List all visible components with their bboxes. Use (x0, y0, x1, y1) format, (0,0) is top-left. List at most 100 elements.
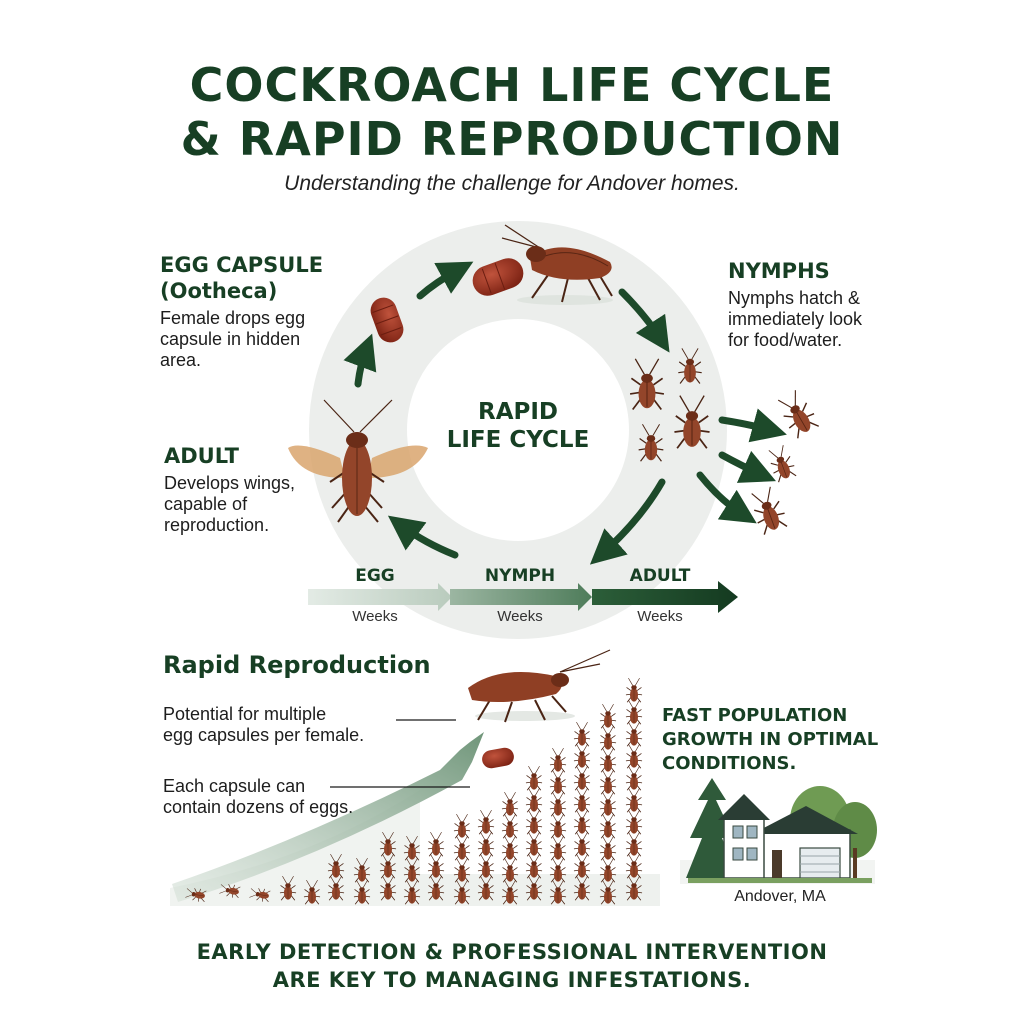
swarm-roach-icon (573, 831, 591, 857)
cycle-center-line-2: LIFE CYCLE (446, 427, 590, 453)
growth-line-2: GROWTH IN OPTIMAL (662, 729, 879, 750)
egg-capsule-section: EGG CAPSULE (Ootheca) Female drops egg c… (160, 252, 323, 371)
swarm-roach-icon (501, 835, 519, 861)
swarm-roach-icon (625, 743, 643, 769)
egg-capsule-desc-line-3: area. (160, 350, 202, 370)
swarm-roach-icon (573, 787, 591, 813)
nymphs-desc-line-3: for food/water. (728, 330, 843, 350)
adult-desc-line-3: reproduction. (164, 515, 270, 535)
cycle-center-label: RAPID LIFE CYCLE (428, 398, 608, 454)
timeline-egg-label: EGG (355, 566, 395, 586)
cycle-arrow-4 (387, 515, 459, 559)
swarm-roach-icon (501, 791, 519, 817)
adult-desc-line-1: Develops wings, (164, 473, 296, 493)
adult-desc-line-2: capable of (164, 494, 248, 514)
reproduction-point-2-line-1: Each capsule can (163, 776, 306, 796)
swarm-roach-icon (453, 813, 471, 839)
swarm-roach-icon (599, 791, 617, 817)
footer-line-2: ARE KEY TO MANAGING INFESTATIONS. (272, 968, 752, 992)
swarm-roach-icon (625, 699, 643, 725)
egg-capsule-description: Female drops egg capsule in hidden area. (160, 308, 323, 371)
swarm-roach-icon (573, 743, 591, 769)
reproduction-point-2: Each capsule can contain dozens of eggs. (163, 776, 353, 818)
adult-title: ADULT (164, 444, 239, 468)
egg-capsule-icon (370, 297, 404, 343)
swarm-roach-icon (625, 721, 643, 747)
egg-capsule-carried-icon (472, 258, 524, 296)
swarm-roach-icon (599, 725, 617, 751)
swarm-roach-icon (525, 831, 543, 857)
title-line-2: & RAPID REPRODUCTION (180, 112, 844, 166)
egg-capsule-title: EGG CAPSULE (Ootheca) (160, 252, 323, 304)
swarm-roach-icon (501, 813, 519, 839)
female-roach-icon (501, 224, 613, 305)
spread-arrow-2 (718, 450, 776, 483)
swarm-roach-icon (549, 835, 567, 861)
swarm-roach-icon (625, 765, 643, 791)
swarm-roach-icon (599, 835, 617, 861)
reproduction-point-2-line-2: contain dozens of eggs. (163, 797, 354, 817)
swarm-roach-icon (625, 677, 643, 703)
reproduction-heading: Rapid Reproduction (163, 651, 431, 679)
breeding-female-roach-icon (468, 649, 611, 723)
cycle-arrow-5 (343, 333, 377, 388)
swarm-roach-icon (549, 791, 567, 817)
reproduction-point-1-line-2: egg capsules per female. (163, 725, 365, 745)
andover-house-illustration (680, 778, 877, 884)
timeline-nymph-duration: Weeks (497, 608, 543, 625)
reproduction-point-1-line-1: Potential for multiple (163, 704, 327, 724)
swarm-roach-icon (573, 809, 591, 835)
swarm-roach-icon (477, 831, 495, 857)
nymphs-title: NYMPHS (728, 259, 830, 283)
spread-arrow-1 (718, 408, 787, 443)
swarm-roach-icon (549, 813, 567, 839)
cycle-arrow-3 (589, 478, 666, 565)
growth-line-3: CONDITIONS. (662, 753, 797, 774)
egg-capsule-desc-line-2: capsule in hidden (160, 329, 301, 349)
spread-arrow-3 (696, 471, 757, 524)
swarm-roach-icon (573, 721, 591, 747)
nymphs-description: Nymphs hatch & immediately look for food… (728, 288, 862, 351)
location-label: Andover, MA (734, 888, 826, 905)
adult-winged-roach-icon (288, 399, 428, 523)
cycle-center-line-1: RAPID (477, 399, 559, 425)
growth-line-1: FAST POPULATION (662, 705, 848, 726)
population-growth-callout: FAST POPULATION GROWTH IN OPTIMAL CONDIT… (662, 704, 878, 776)
swarm-roach-icon (599, 769, 617, 795)
subtitle: Understanding the challenge for Andover … (284, 172, 740, 195)
timeline-egg-arrow (308, 583, 452, 611)
swarm-roach-icon (599, 747, 617, 773)
swarm-roach-icon (625, 787, 643, 813)
timeline-adult-duration: Weeks (637, 608, 683, 625)
swarm-roach-icon (453, 835, 471, 861)
dispersing-nymphs-icon (746, 387, 822, 537)
timeline-adult-label: ADULT (629, 566, 691, 586)
swarm-roach-icon (477, 809, 495, 835)
nymphs-section: NYMPHS Nymphs hatch & immediately look f… (728, 258, 862, 351)
timeline-bar (308, 581, 738, 613)
swarm-roach-icon (599, 703, 617, 729)
adult-section: ADULT Develops wings, capable of reprodu… (164, 443, 295, 536)
swarm-roach-icon (573, 765, 591, 791)
adult-description: Develops wings, capable of reproduction. (164, 473, 295, 536)
egg-capsule-title-line-2: (Ootheca) (160, 279, 278, 303)
nymphs-desc-line-1: Nymphs hatch & (728, 288, 861, 308)
cycle-arrow-2 (618, 288, 670, 353)
swarm-roach-icon (625, 831, 643, 857)
swarm-roach-icon (549, 769, 567, 795)
cycle-arrow-1 (416, 261, 474, 300)
swarm-roach-icon (525, 787, 543, 813)
timeline-adult-arrow (592, 581, 738, 613)
swarm-roach-icon (525, 809, 543, 835)
swarm-roach-icon (625, 809, 643, 835)
timeline-nymph-arrow (450, 583, 592, 611)
timeline-nymph-label: NYMPH (484, 566, 556, 586)
footer-line-1: EARLY DETECTION & PROFESSIONAL INTERVENT… (196, 940, 828, 964)
growth-egg-capsule-icon (482, 747, 514, 769)
egg-capsule-title-line-1: EGG CAPSULE (160, 253, 324, 277)
swarm-roach-icon (549, 747, 567, 773)
swarm-roach-icon (525, 765, 543, 791)
reproduction-point-1: Potential for multiple egg capsules per … (163, 704, 364, 746)
egg-capsule-desc-line-1: Female drops egg (160, 308, 306, 328)
